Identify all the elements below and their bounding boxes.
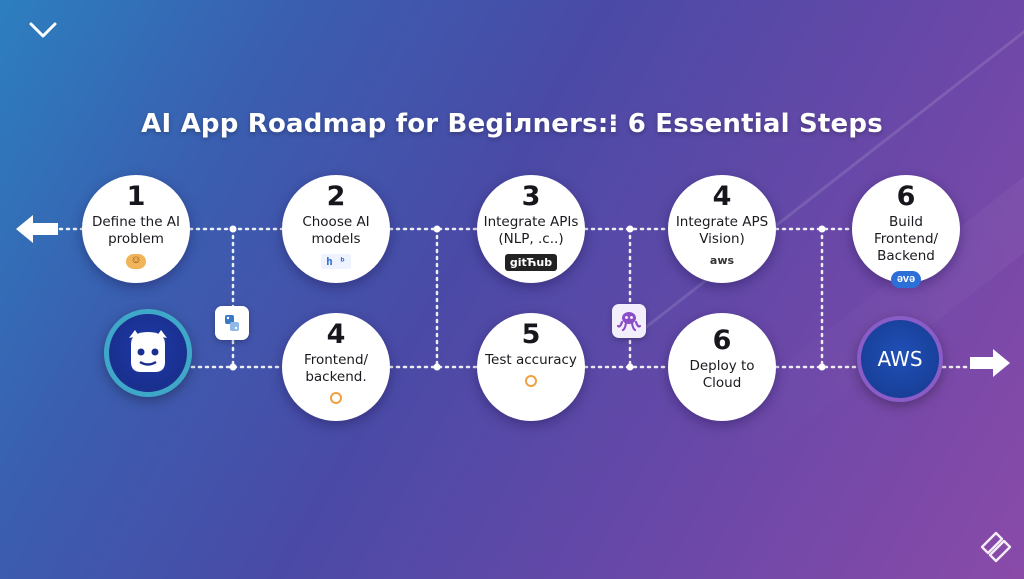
step-node-1[interactable]: 1 Define the AI problem ☺: [82, 175, 190, 283]
step-node-4[interactable]: 4 Integrate APS Vision) aws: [668, 175, 776, 283]
step-node-4-bottom[interactable]: 4 Frontend/ backend.: [282, 313, 390, 421]
step-number: 2: [326, 181, 346, 212]
octopus-logo-icon: [612, 304, 646, 338]
chevron-down-icon[interactable]: [28, 18, 58, 42]
step-number: 6: [712, 325, 732, 356]
step-number: 4: [712, 181, 732, 212]
aws-logo-icon: aws: [709, 254, 735, 267]
step-node-2[interactable]: 2 Choose AI models h ᵇ: [282, 175, 390, 283]
step-number: 4: [326, 319, 346, 350]
step-node-6[interactable]: 6 Build Frontend/ Backend əvə: [852, 175, 960, 288]
cloud-logo-icon: əvə: [890, 271, 922, 288]
step-number: 1: [126, 181, 146, 212]
circle-badge-icon: [525, 375, 537, 387]
step-node-3[interactable]: 3 Integrate APIs (NLP, .c..) gitЋub: [477, 175, 585, 283]
aws-cloud-node[interactable]: AWS: [857, 316, 943, 402]
step-number: 6: [896, 181, 916, 212]
circle-badge-icon: [330, 392, 342, 404]
arrow-right-icon[interactable]: [968, 346, 1012, 380]
step-label: Frontend/ backend.: [303, 352, 369, 385]
face-emoji-icon: ☺: [126, 254, 146, 269]
github-logo-icon: gitЋub: [504, 254, 558, 271]
robot-mascot-icon: [104, 309, 192, 397]
page-title: AI App Roadmap for Begiлners:⁝ 6 Essenti…: [141, 109, 883, 139]
step-label: Build Frontend/ Backend: [873, 214, 939, 264]
step-node-6-bottom[interactable]: 6 Deploy to Cloud: [668, 313, 776, 421]
brand-watermark-icon: [980, 531, 1012, 563]
step-label: Define the AI problem: [91, 214, 181, 247]
step-label: Integrate APS Vision): [675, 214, 769, 247]
step-number: 5: [521, 319, 541, 350]
step-label: Integrate APIs (NLP, .c..): [483, 214, 579, 247]
step-number: 3: [521, 181, 541, 212]
step-label: Test accuracy: [485, 352, 577, 368]
arrow-left-icon[interactable]: [14, 212, 60, 246]
step-label: Choose AI models: [302, 214, 370, 247]
hb-logo-icon: h ᵇ: [321, 254, 351, 269]
step-label: Deploy to Cloud: [689, 358, 755, 391]
python-logo-icon: [215, 306, 249, 340]
step-node-5[interactable]: 5 Test accuracy: [477, 313, 585, 421]
